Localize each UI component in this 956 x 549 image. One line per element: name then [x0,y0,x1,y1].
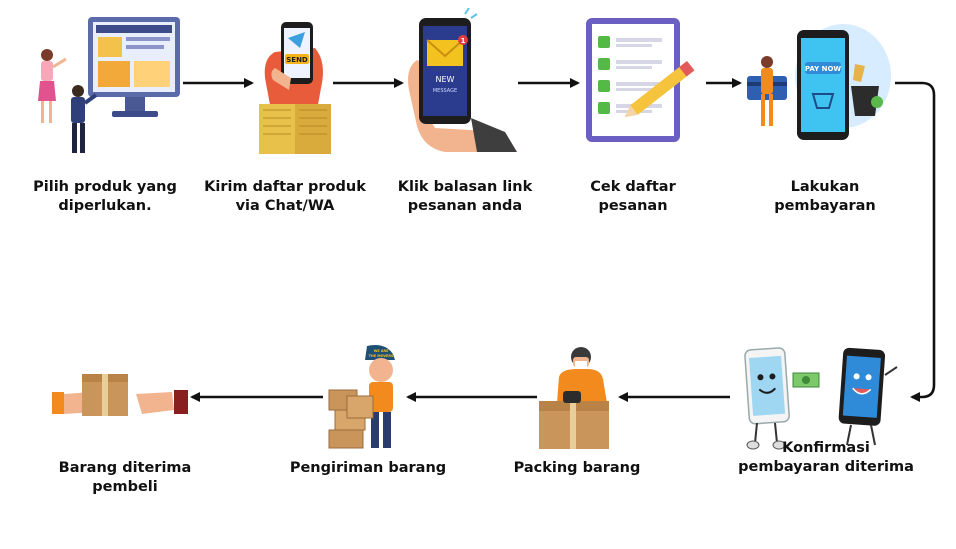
phones-money-exchange-icon [744,347,898,450]
pay-now-text: PAY NOW [805,65,842,73]
checklist-icon [586,18,695,142]
new-text: NEW [436,75,455,84]
step-label-pengiriman: Pengiriman barang [289,460,447,476]
step-label-packing: Packing barang [513,460,641,476]
phone-send-icon: SEND [259,22,331,154]
delivery-man-boxes-icon: WE ARE THE MOVERS [328,345,395,449]
send-button-text: SEND [286,56,308,64]
message-text: MESSAGE [433,88,457,94]
packing-worker-icon [539,347,609,449]
notification-count: 1 [461,37,466,45]
cap-text-top: WE ARE [374,349,389,353]
mobile-payment-icon: PAY NOW [747,24,891,140]
arrow-5-6 [895,81,936,402]
package-handover-icon [52,374,188,416]
monitor-shopping-icon [38,17,180,153]
phone-message-icon: 1 NEW MESSAGE [408,8,517,152]
cap-text-bottom: THE MOVERS [369,354,394,358]
